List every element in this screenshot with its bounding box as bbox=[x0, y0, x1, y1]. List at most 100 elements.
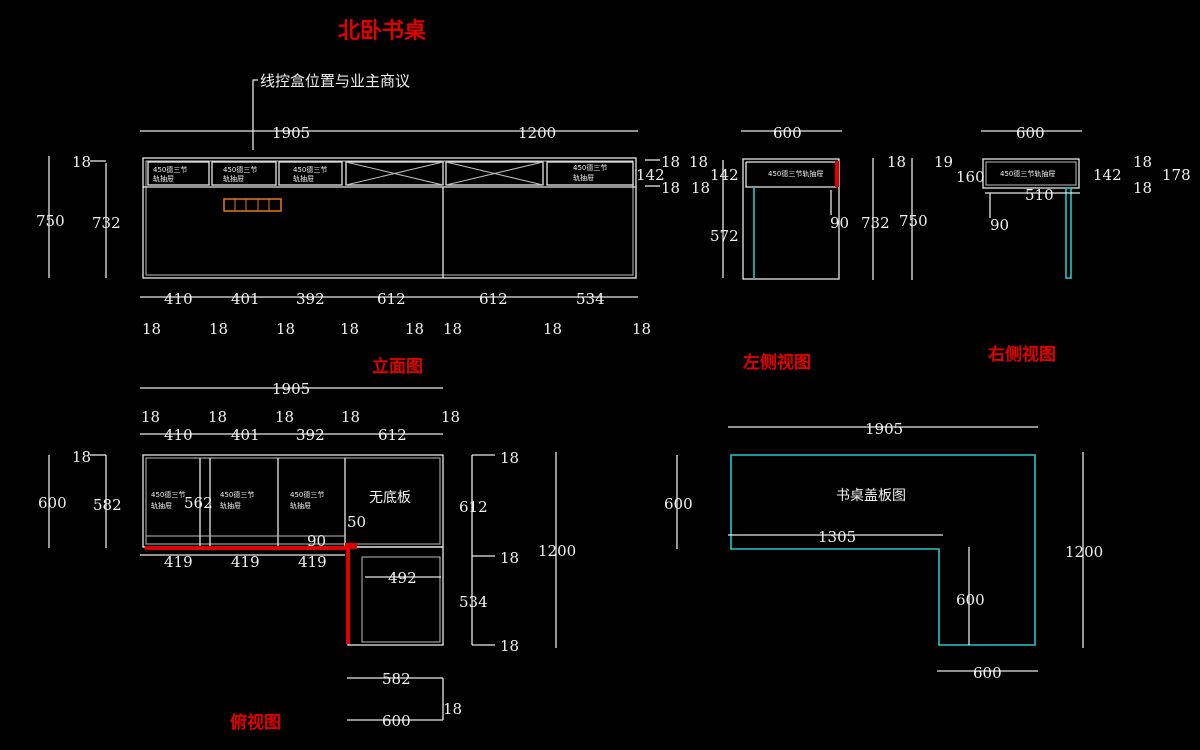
elevation-dim-lines bbox=[48, 130, 660, 298]
dim: 562 bbox=[184, 494, 213, 512]
dim: 18 bbox=[500, 449, 519, 467]
drawer-label: 轨抽屉 bbox=[293, 174, 314, 183]
note-leader bbox=[252, 79, 258, 150]
dim: 18 bbox=[405, 320, 424, 338]
dim: 90 bbox=[830, 214, 849, 232]
dim: 18 bbox=[72, 153, 91, 171]
no-bottom-panel-label: 无底板 bbox=[369, 490, 411, 506]
dim: 419 bbox=[298, 553, 327, 571]
drawer-label: 轨抽屉 bbox=[223, 174, 244, 183]
dim: 410 bbox=[164, 290, 193, 308]
drawer-label: 450德三节轨抽屉 bbox=[1000, 169, 1055, 178]
dim: 732 bbox=[861, 214, 890, 232]
dim: 392 bbox=[296, 290, 325, 308]
dim: 1200 bbox=[538, 542, 576, 560]
dim: 582 bbox=[382, 670, 411, 688]
dim: 600 bbox=[382, 712, 411, 730]
dim: 18 bbox=[691, 179, 710, 197]
dim: 18 bbox=[209, 320, 228, 338]
dim: 18 bbox=[443, 320, 462, 338]
dim: 18 bbox=[887, 153, 906, 171]
drawer-label: 轨抽屉 bbox=[151, 501, 172, 510]
drawer-label: 轨抽屉 bbox=[153, 174, 174, 183]
dim: 600 bbox=[773, 124, 802, 142]
dim: 18 bbox=[142, 320, 161, 338]
dim: 18 bbox=[443, 700, 462, 718]
dim: 401 bbox=[231, 426, 260, 444]
dim: 419 bbox=[164, 553, 193, 571]
dim: 600 bbox=[973, 664, 1002, 682]
dim: 750 bbox=[899, 212, 928, 230]
dim: 18 bbox=[72, 448, 91, 466]
dim: 534 bbox=[576, 290, 605, 308]
dim: 90 bbox=[990, 216, 1009, 234]
dim: 492 bbox=[388, 569, 417, 587]
dim: 1905 bbox=[272, 380, 310, 398]
dim: 600 bbox=[664, 495, 693, 513]
dim: 1305 bbox=[818, 528, 856, 546]
dim: 18 bbox=[661, 153, 680, 171]
drawer-label: 450德三节轨抽屉 bbox=[768, 169, 823, 178]
dim: 18 bbox=[689, 153, 708, 171]
drawer-label: 轨抽屉 bbox=[573, 173, 594, 182]
view-label-elevation: 立面图 bbox=[372, 356, 423, 377]
dim: 401 bbox=[231, 290, 260, 308]
dim: 18 bbox=[661, 179, 680, 197]
drawer-label: 450德三节 bbox=[290, 490, 324, 499]
dim: 142 bbox=[636, 166, 665, 184]
dim: 50 bbox=[347, 513, 366, 531]
dim: 19 bbox=[934, 153, 953, 171]
drawer-label: 轨抽屉 bbox=[290, 501, 311, 510]
drawer-label: 450德三节 bbox=[223, 165, 257, 174]
desktop-panel-view bbox=[676, 426, 1084, 672]
drawer-label: 450德三节 bbox=[153, 165, 187, 174]
drawing-title: 北卧书桌 bbox=[338, 19, 427, 44]
dim: 18 bbox=[500, 637, 519, 655]
view-label-right-side: 右侧视图 bbox=[988, 344, 1056, 365]
dim: 572 bbox=[710, 227, 739, 245]
dim: 1200 bbox=[1065, 543, 1103, 561]
elevation-view bbox=[142, 157, 637, 279]
dim: 419 bbox=[231, 553, 260, 571]
drawer-label: 450德三节 bbox=[220, 490, 254, 499]
socket-strip bbox=[223, 198, 282, 212]
left-side-view bbox=[722, 130, 913, 280]
dim: 178 bbox=[1162, 166, 1191, 184]
view-label-left-side: 左侧视图 bbox=[743, 352, 811, 373]
drawer-label: 450德三节 bbox=[293, 165, 327, 174]
dim: 18 bbox=[500, 549, 519, 567]
dim: 612 bbox=[378, 426, 407, 444]
dim: 18 bbox=[632, 320, 651, 338]
dim: 90 bbox=[307, 532, 326, 550]
dim: 582 bbox=[93, 496, 122, 514]
dim: 1200 bbox=[518, 124, 556, 142]
drawer-label: 450德三节 bbox=[151, 490, 185, 499]
dim: 18 bbox=[1133, 153, 1152, 171]
dim: 392 bbox=[296, 426, 325, 444]
dim: 750 bbox=[36, 212, 65, 230]
dim: 18 bbox=[441, 408, 460, 426]
dim: 534 bbox=[459, 593, 488, 611]
dim: 600 bbox=[956, 591, 985, 609]
top-view bbox=[48, 387, 557, 721]
desktop-panel-label: 书桌盖板图 bbox=[836, 488, 906, 504]
dim: 600 bbox=[38, 494, 67, 512]
view-label-top: 俯视图 bbox=[230, 712, 281, 733]
dim: 1905 bbox=[272, 124, 310, 142]
dim: 612 bbox=[479, 290, 508, 308]
dim: 18 bbox=[141, 408, 160, 426]
dim: 600 bbox=[1016, 124, 1045, 142]
dim: 732 bbox=[92, 214, 121, 232]
dim: 612 bbox=[459, 498, 488, 516]
dim: 18 bbox=[340, 320, 359, 338]
right-side-view bbox=[981, 130, 1082, 279]
drawer-label: 450德三节 bbox=[573, 163, 607, 172]
dim: 510 bbox=[1025, 186, 1054, 204]
cable-box-note: 线控盒位置与业主商议 bbox=[260, 72, 410, 90]
dim: 18 bbox=[208, 408, 227, 426]
dim: 18 bbox=[341, 408, 360, 426]
drawer-label: 轨抽屉 bbox=[220, 501, 241, 510]
dim: 18 bbox=[1133, 179, 1152, 197]
dim: 142 bbox=[1093, 166, 1122, 184]
